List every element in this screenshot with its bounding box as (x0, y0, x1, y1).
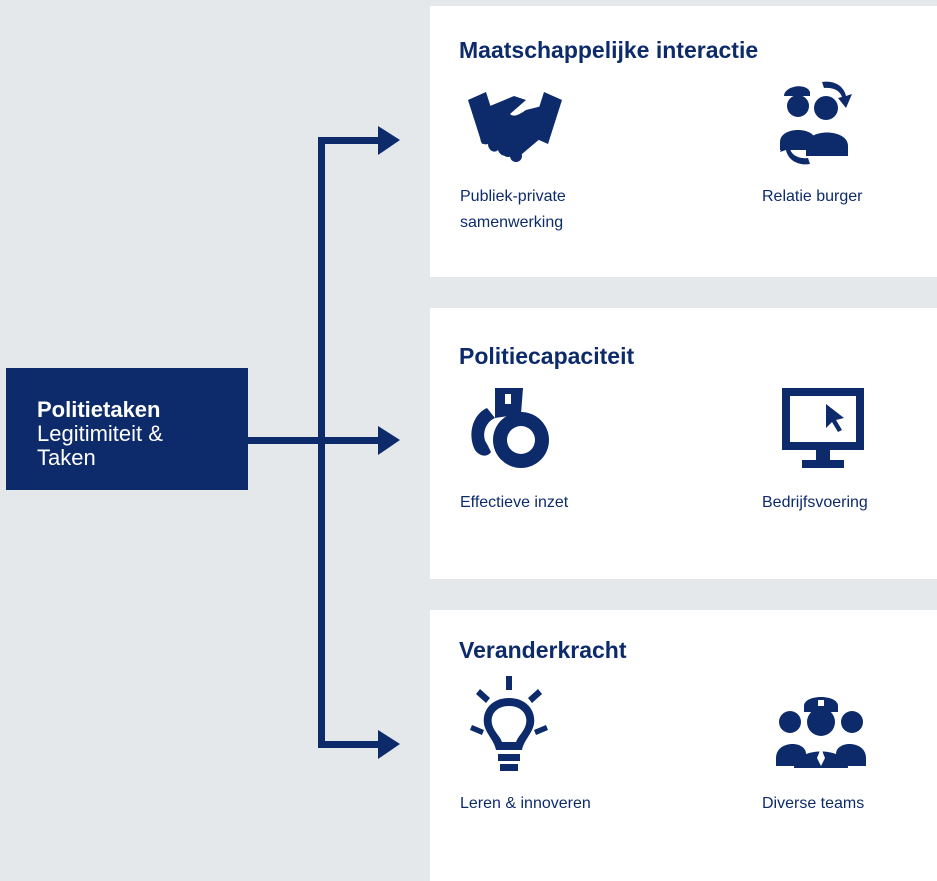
item-leren-innoveren: Leren & innoveren (460, 676, 666, 812)
panel-politiecapaciteit: Politiecapaciteit Effectieve inzet Bedri… (430, 308, 937, 579)
branch-line-middle (318, 437, 382, 444)
handshake-icon (468, 92, 562, 162)
arrow-head-top (378, 126, 400, 155)
panel-title: Maatschappelijke interactie (459, 37, 759, 63)
arrow-head-bottom (378, 730, 400, 759)
item-publiek-private-samenwerking: Publiek-private samenwerking (460, 84, 660, 231)
branch-line-top (318, 137, 382, 144)
arrow-head-middle (378, 426, 400, 455)
item-label-line1: Leren & innoveren (460, 795, 591, 812)
item-label-line1: Publiek-private (460, 188, 566, 205)
monitor-cursor-icon (782, 388, 864, 468)
item-bedrijfsvoering: Bedrijfsvoering (762, 384, 937, 511)
item-effectieve-inzet: Effectieve inzet (460, 384, 660, 511)
item-label-line1: Bedrijfsvoering (762, 494, 868, 511)
team-icon (776, 697, 866, 768)
item-label-line1: Diverse teams (762, 795, 865, 812)
root-node: Politietaken Legitimiteit & Taken (6, 368, 248, 490)
handcuffs-icon (471, 388, 549, 468)
root-connector-line (248, 437, 324, 444)
item-diverse-teams: Diverse teams (762, 692, 937, 812)
panel-maatschappelijke-interactie: Maatschappelijke interactie Publiek-priv… (430, 6, 937, 277)
panel-title: Politiecapaciteit (459, 343, 635, 369)
branch-line-bottom (318, 741, 382, 748)
item-label-line2: samenwerking (460, 214, 564, 231)
item-label-line1: Effectieve inzet (460, 494, 569, 511)
root-title: Politietaken (37, 397, 161, 422)
item-label-line1: Relatie burger (762, 188, 863, 205)
item-relatie-burger: Relatie burger (762, 78, 937, 205)
root-subtitle-line1: Legitimiteit & (37, 421, 163, 446)
panel-title: Veranderkracht (459, 637, 627, 663)
root-subtitle-line2: Taken (37, 445, 96, 470)
lightbulb-icon (470, 676, 548, 771)
panel-veranderkracht: Veranderkracht Leren & innoveren (430, 610, 937, 881)
citizen-relation-icon (780, 81, 852, 165)
